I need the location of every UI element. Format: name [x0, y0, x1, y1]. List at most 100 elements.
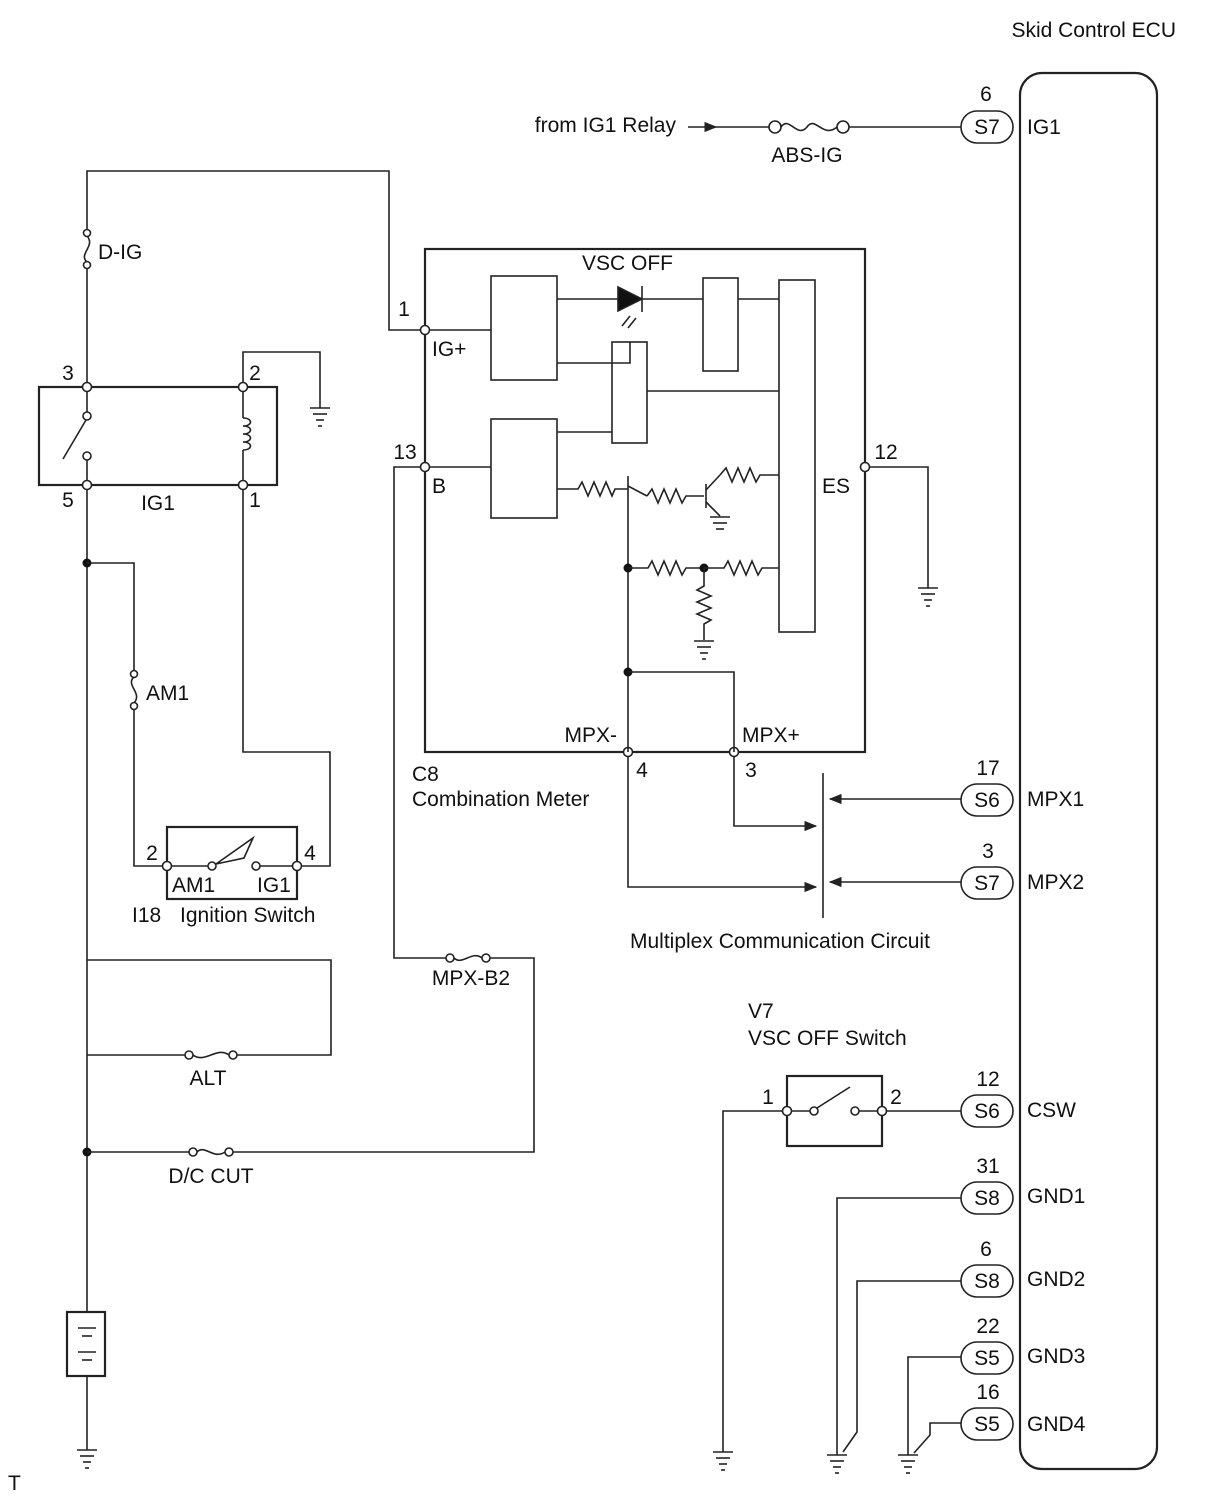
fuse-terminal: [224, 1147, 234, 1157]
ecu-pin-mpx2: 3 S7 MPX2: [960, 840, 1084, 900]
vsc-off-switch: V7 VSC OFF Switch 1 2: [713, 1000, 961, 1471]
term-label: AM1: [172, 874, 215, 897]
pin-label: ES: [822, 475, 850, 498]
term-label: IG1: [257, 874, 291, 897]
wire: [557, 342, 631, 364]
switch-pin: [291, 860, 303, 872]
meter-cpu-block: [778, 279, 816, 633]
connector-label: S8: [974, 1187, 1000, 1210]
connector-s7: [960, 866, 1014, 900]
pin-label: 4: [304, 842, 316, 865]
ground-icon: [694, 640, 714, 660]
vsc-off-indicator-label: VSC OFF: [582, 252, 673, 275]
wire: [233, 957, 535, 1153]
pin-number: 3: [745, 759, 757, 782]
connector-label: S7: [974, 116, 1000, 139]
pin-name: CSW: [1027, 1099, 1076, 1122]
source-label: from IG1 Relay: [535, 114, 677, 137]
wire: [627, 485, 648, 497]
meter-resistor-block: [702, 277, 739, 372]
switch-key-blade: [215, 835, 255, 865]
wire: [393, 466, 446, 959]
ground-icon: [827, 1454, 847, 1474]
resistor-icon: [557, 479, 628, 499]
gnd3-wire: [907, 1356, 961, 1455]
wire: [133, 709, 167, 867]
d-ig-fuse: [83, 235, 91, 263]
ground-icon: [898, 1454, 918, 1474]
pin-label: B: [432, 475, 446, 498]
connector-label: S5: [974, 1413, 1000, 1436]
connector-s6: [960, 783, 1014, 817]
switch-code: V7: [748, 1000, 774, 1023]
wire: [628, 671, 735, 752]
fuse-terminal: [82, 228, 92, 238]
pin-number: 4: [636, 759, 648, 782]
pin-number: 1: [398, 298, 410, 321]
dc-cut-label: D/C CUT: [168, 1165, 253, 1188]
pin-name: MPX1: [1027, 788, 1084, 811]
pin-name: GND2: [1027, 1268, 1085, 1291]
ecu-pin-csw: 12 S6 CSW: [960, 1068, 1076, 1128]
gnd4-wire: [913, 1422, 961, 1454]
wire: [627, 757, 818, 893]
fuse-terminal: [188, 1147, 198, 1157]
pin-number: 6: [980, 83, 992, 106]
pin-number: 13: [393, 441, 416, 464]
ground-icon: [310, 407, 330, 427]
wire: [722, 1110, 782, 1452]
ecu-pin-gnd2: 6 S8 GND2: [960, 1238, 1085, 1298]
relay-pin: [81, 479, 93, 491]
ecu-grounds: [827, 1197, 961, 1474]
am1-circuit: AM1: [82, 490, 331, 1450]
wire: [733, 757, 818, 832]
d-ig-label: D-IG: [98, 241, 142, 264]
pin-number: 22: [976, 1315, 999, 1338]
switch-pin: [161, 860, 173, 872]
connector-label: S6: [974, 1100, 1000, 1123]
pin-label: 5: [62, 489, 74, 512]
resistor-icon: [719, 465, 779, 485]
pin-name: GND1: [1027, 1185, 1085, 1208]
meter-power-block: [490, 275, 558, 381]
switch-code: I18: [132, 904, 161, 927]
gnd1-wire: [836, 1197, 961, 1455]
wire: [87, 959, 332, 1056]
alt-circuit: ALT: [87, 959, 332, 1090]
fuse-terminal: [481, 953, 491, 963]
contact: [82, 411, 92, 421]
ecu-pin-ig1: 6 S7 IG1: [960, 83, 1061, 144]
wire: [87, 562, 135, 671]
ig1-relay: 3 2 5 1 IG1: [37, 351, 330, 515]
connector-s5: [960, 1407, 1014, 1441]
led-ray: [621, 315, 631, 327]
battery-box: [65, 1310, 107, 1378]
pin-number: 12: [874, 441, 897, 464]
pin-label: 1: [249, 489, 261, 512]
meter-pin-es: [859, 461, 871, 473]
ignition-switch: AM1 IG1 2 4 I18 Ignition Switch: [132, 825, 316, 927]
fuse-terminal: [184, 1050, 194, 1060]
ground-icon: [918, 587, 938, 607]
pin-number: 3: [982, 840, 994, 863]
combination-meter: VSC OFF 1 IG+ 13 B 12 ES MPX- 4 MPX+ 3 C…: [393, 247, 898, 811]
contact: [251, 861, 261, 871]
corner-mark: T: [8, 1472, 21, 1495]
switch-pin: [781, 1105, 793, 1117]
relay-name: IG1: [141, 492, 175, 515]
relay-pin: [237, 479, 249, 491]
pin-number: 6: [980, 1238, 992, 1261]
contact: [809, 1106, 819, 1116]
pin-label: MPX+: [742, 724, 800, 747]
mpx-b2-label: MPX-B2: [432, 967, 510, 990]
led-ray: [627, 317, 637, 329]
meter-name: Combination Meter: [412, 788, 589, 811]
alt-label: ALT: [190, 1067, 227, 1090]
wire: [242, 490, 331, 867]
ecu-pin-gnd1: 31 S8 GND1: [960, 1155, 1085, 1215]
ground-icon: [77, 1449, 97, 1469]
wire: [242, 351, 321, 408]
switch-pin: [876, 1105, 888, 1117]
ground-icon: [713, 1451, 733, 1471]
pin-label: IG+: [432, 338, 466, 361]
